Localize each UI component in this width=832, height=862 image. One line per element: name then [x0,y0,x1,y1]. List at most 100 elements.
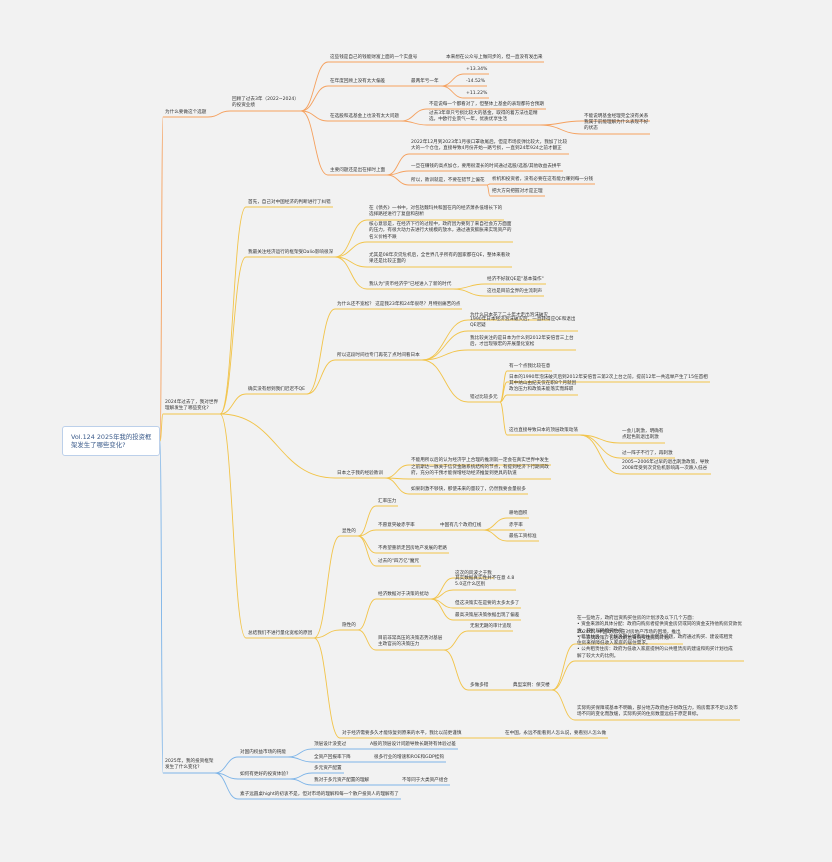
mindmap-node-y3b4c[interactable]: 其中纳山由纪夫仅在职8个月就因 政治压力和政策未能落实而辞职 [509,381,577,393]
mindmap-node-y2c[interactable]: 尤其是08年次贷危机后，全世界几乎所有的国家都在QE，整体来看效 果还是比较正面… [369,253,510,265]
mindmap-node-b2[interactable]: 2024年过去了，我对世界 理解发生了哪些变化? [165,400,219,412]
mindmap-node-y3b4b[interactable]: 日本的1990年泡沫破灭后到2012年安倍晋三第2次上台之前，提前12年一共选举… [509,375,708,380]
mindmap-node-b1a[interactable]: 回顾了过去3年（2022~2024） 的投资业绩 [232,97,299,109]
mindmap-node-y5a3[interactable]: 不希望重新走回房地产发展的老路 [378,546,447,551]
mindmap-node-z1a[interactable]: 顶层设计没变过 [314,742,347,747]
mindmap-node-y5a2[interactable]: 不愿意突破赤字率 [378,523,415,528]
mindmap-node-z1a1[interactable]: A股的顶层设计问题导致长期持有体验过差 [370,742,456,747]
mindmap-node-y5b2[interactable]: 目前非常高压的决策态势对基层 主政官员的决策压力 [378,636,443,648]
connector-y5b1d [430,598,454,621]
mindmap-node-c2a3[interactable]: +11.22% [466,91,488,96]
mindmap-node-y5b[interactable]: 隐性的 [342,623,356,628]
mindmap-node-y3b4d2[interactable]: 过一阵子不行了，再刺激 [622,451,673,456]
connector-y3b4d3 [579,434,621,475]
mindmap-node-y5b1b[interactable]: 其实数据真实性并不在意 4.8 5.0这什么区别 [455,576,515,588]
mindmap-node-c4c1[interactable]: 析机和投资者，没有必要在这有能力赚到每一分钱 [492,177,594,182]
mindmap-node-y5b2b1c[interactable]: 实际购买保障或基本不明确，部分地方政府由于财政压力，购房需求不足以及市 场不同的… [577,706,738,718]
mindmap-node-c4c[interactable]: 所以，教训就是，不要在错节上偏花 [411,178,485,183]
mindmap-node-c3b2[interactable]: 我属于前能理解为什么表现不好 的状态 [584,120,649,132]
mindmap-node-y5b1a[interactable]: 这次的风波之于我 [455,571,492,576]
mindmap-node-y5a2a2[interactable]: 赤字率 [509,523,523,528]
mindmap-node-y5b2b1b[interactable]: 在一些地方，政府出资购买住房的计划涉及以下几个方面： • 资金来源的具体分配：政… [577,616,742,659]
mindmap-node-c3b1[interactable]: 不能说明基金经理完全没有关系 [584,114,649,119]
mindmap-node-y3b4d1[interactable]: 一会儿刺激，明确有 点起色就退出刺激 [622,429,664,441]
mindmap-node-z2b1[interactable]: 不等同于大类资产组合 [402,778,448,783]
mindmap-node-y3b2[interactable]: 1990年日本经济泡沫破灭后，一直转得应QE和退出 QE迟疑 [470,317,576,329]
mindmap-node-c4c2[interactable]: 把大方向把握对才是正理 [492,189,543,194]
mindmap-node-z3[interactable]: 素子远圆桌hight的初衷不是，但对市场的理解和每一个散户投资人的理解有了 [240,792,399,797]
mindmap-node-z1[interactable]: 对国内权益市场的钝能 [240,750,286,755]
mindmap-node-y3b4d3[interactable]: 2005~2006年过早的退出刺激政策，导致 2008年受到次贷危机影响再一次跌… [622,460,709,472]
mindmap-node-y2[interactable]: 我最关注经济运行的框架受Dalio影响很深 [248,250,334,255]
mindmap-node-z1b[interactable]: 全资产回报率下降 [314,755,351,760]
mindmap-node-y5[interactable]: 总结我们不进行量化宽松的原因 [248,631,313,636]
connector-c3 [300,110,329,122]
mindmap-node-y2d[interactable]: 我认为"货币经济学"已经进入了新的时代 [369,282,452,287]
mindmap-node-y2d1[interactable]: 经济不好就QE是"基本操作" [487,277,544,282]
mindmap-root[interactable]: Vol.124 2025年我的投资框 架发生了哪些变化? [62,426,161,457]
connector-c4 [300,110,329,176]
mindmap-node-y5c1[interactable]: 在中国，永远不能看到人怎么说，要看别人怎么做 [505,731,607,736]
mindmap-node-y4b[interactable]: 之前斯达一脉关于信贷金融系统结构的节点，有提到经济下行期间政 府，充分的干预才能… [411,465,549,477]
mindmap-node-z2[interactable]: 如何有更好的投资体验? [240,772,289,777]
connector-c3b1 [539,120,583,126]
mindmap-node-y5b2b[interactable]: 多做多错 [470,683,489,688]
mindmap-node-y5b1d[interactable]: 最高决策层决策依据出现了偏差 [455,613,520,618]
mindmap-node-y4[interactable]: 日本之于我的经验教训 [337,471,383,476]
connector-y3b3 [421,349,469,361]
mindmap-node-y3b[interactable]: 所以这段时间也专门再花了点时间看日本 [337,353,420,358]
mindmap-node-y3b3[interactable]: 我比较关注的是日本为什么到2012年安倍晋三上台 后，才出现银宏的开展量化宽松 [470,336,574,348]
connector-y2d1 [452,283,486,290]
mindmap-node-y3b1[interactable]: 为什么日本花了二十年才走出泡沫破灭 [470,313,549,318]
mindmap-node-c3[interactable]: 在选股和选基金上也没有太大问题 [330,114,399,119]
mindmap-node-z1b1[interactable]: 很多行业的增速和ROE和GDP挂钩 [374,755,445,760]
mindmap-node-y4a[interactable]: 不能用所以后的认为经济学上合理的推测就一定会在真实世界中发生 [411,458,549,463]
mindmap-node-y5a1[interactable]: 汇率压力 [378,499,397,504]
mindmap-node-y5b1c[interactable]: 但这决策实在是要的太多太多了 [455,601,520,606]
mindmap-node-y1[interactable]: 首先，自己对中国经济的判断进行了纠错 [248,200,331,205]
mindmap-node-c2[interactable]: 在年度回顾上没有太大偏差 [330,79,386,84]
mindmap-node-y3a[interactable]: 为什么还不宽松？ 这是我23年和24年很尽？月特别痛苦的点 [337,302,461,307]
mindmap-node-y3b4[interactable]: 错过比较多元 [470,395,498,400]
mindmap-node-y2d2[interactable]: 这也是目前全界的主流刺声 [487,289,543,294]
mindmap-node-y5a[interactable]: 显性的 [342,529,356,534]
mindmap-node-y5b2a[interactable]: 无限无期的审计追现 [470,624,512,629]
mindmap-node-y5b2b1a[interactable]: 2024年，中国政府为应对房地产市场的困境，推出 了一系列政策，包括政府出资购买… [577,630,681,642]
mindmap-node-y3[interactable]: 确实没有想到我们迟迟不QE [248,387,306,392]
mindmap-node-z2b[interactable]: 我对于多元资产配置的理解 [314,778,370,783]
mindmap-node-c4a[interactable]: 2022年12月到2023年1月很口罩收尾后，但是市场反弹比较大，我加了比较 大… [411,140,568,152]
connector-y5a2a1 [482,517,508,531]
connector-y5b2 [357,629,377,651]
mindmap-node-y5a4[interactable]: 过去的"四万亿"魔咒 [378,559,419,564]
connector-y3b4 [421,359,469,403]
mindmap-node-y5b1[interactable]: 经济数据对于决策的扰动 [378,592,429,597]
mindmap-node-c4[interactable]: 主要问题还是出在择时上面 [330,168,386,173]
connector-c2 [300,85,329,112]
mindmap-node-y5a2a1[interactable]: 耕地面积 [509,511,528,516]
mindmap-node-y2a[interactable]: 在《债务》一书中，对包括魏玛共和国在内的经济萧条低增长下的 选择路径进行了复盘和… [369,206,503,218]
mindmap-node-c3b[interactable]: 过去3年单只亏损比较大的基金，取得的着方法也是精 选，中欧行业景气一年，优质优享… [429,111,538,123]
mindmap-node-z2a[interactable]: 多元资产配置 [314,766,342,771]
mindmap-node-c2a2[interactable]: -14.52% [466,79,486,84]
mindmap-node-y4c[interactable]: 如果刺激不够快，那使未来的量较了，仍然我要会量很多 [411,487,526,492]
mindmap-node-y5a2a3[interactable]: 最低工资标准 [509,534,537,539]
mindmap-node-b3[interactable]: 2025年，我的投资框架 发生了什么变化? [165,759,214,771]
mindmap-node-y3b4d[interactable]: 这也直接导致日本的顶层政策动荡 [509,428,578,433]
connector-y1 [219,206,247,415]
connector-c4c2 [486,184,491,197]
mindmap-node-y5b2b1[interactable]: 典型案例：保交楼 [513,683,550,688]
connector-y3a [306,308,336,395]
connector-y5b1a [430,577,454,600]
mindmap-node-c3a[interactable]: 不是说每一个都看对了，但整体上基金的表现都符合预期 [429,102,544,107]
mindmap-node-y5a2a[interactable]: 中国有几个政府红线 [440,523,482,528]
mindmap-node-c4b[interactable]: 一旦在赚钱的高点加仓，要用很漫长的时间通过选股/选基/其他收益去拼平 [411,164,562,169]
mindmap-node-y2b[interactable]: 核心意思是，在经济下行的过程中，政府因为要刻了来自社会方方面面 的压力，有很大动… [369,222,512,240]
mindmap-node-b1[interactable]: 为什么要做这个选题 [165,110,207,115]
mindmap-node-y3b4a[interactable]: 有一个点我比较在意 [509,364,551,369]
mindmap-node-c2a1[interactable]: +13.34% [466,67,488,72]
connector-z2a [289,772,313,780]
mindmap-node-c1[interactable]: 这些钱是自己的钱能财富上面的一个实盘号 [330,55,418,60]
mindmap-node-y5c[interactable]: 对于经济需要多久才能恢复到原来的水平，我比以前更谨慎 [342,731,462,736]
mindmap-node-c2a[interactable]: 最两年亏一年 [411,79,439,84]
mindmap-node-c1a[interactable]: 本来想在公众号上做同步的，但一直没有发出来 [446,55,543,60]
